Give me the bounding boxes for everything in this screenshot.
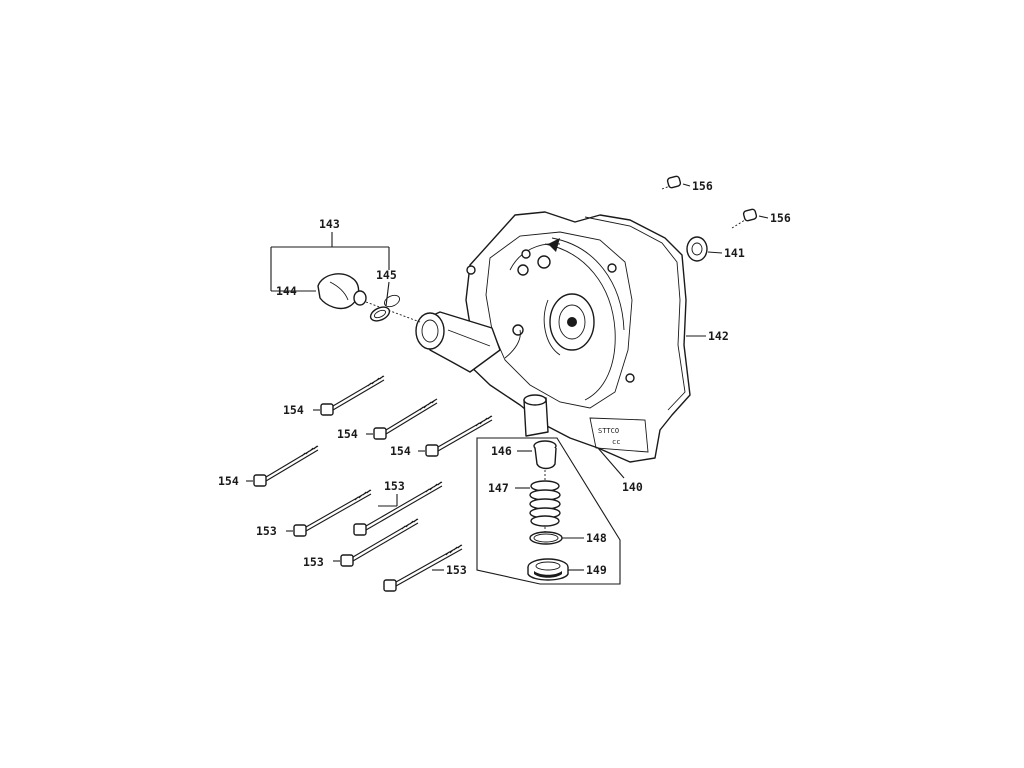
bolt-153-a (286, 489, 372, 537)
bolt-154-c (418, 415, 493, 457)
label-154-c: 154 (390, 444, 411, 458)
svg-text:cc: cc (612, 438, 620, 446)
label-145: 145 (376, 268, 397, 282)
label-154-b: 154 (337, 427, 358, 441)
bolt-153-b (353, 481, 443, 536)
spring-147 (515, 480, 561, 532)
dowel-pin-156-lower (731, 208, 769, 229)
label-148: 148 (586, 531, 607, 545)
leader-140 (597, 447, 625, 479)
dowel-pin-156-upper (661, 175, 691, 190)
bolt-153-c (333, 518, 419, 567)
svg-text:STTCO: STTCO (598, 427, 619, 435)
bolt-154-b (366, 398, 438, 440)
label-153-b: 153 (256, 524, 277, 538)
label-154-a: 154 (283, 403, 304, 417)
label-140: 140 (622, 480, 643, 494)
label-147: 147 (488, 481, 509, 495)
group-bracket-143 (270, 232, 390, 291)
label-141: 141 (724, 246, 745, 260)
oil-seal-141 (686, 236, 723, 262)
label-144: 144 (276, 284, 297, 298)
label-149: 149 (586, 563, 607, 577)
drain-plug-149 (527, 558, 584, 581)
label-142: 142 (708, 329, 729, 343)
label-156-b: 156 (770, 211, 791, 225)
label-143: 143 (319, 217, 340, 231)
label-153-c: 153 (303, 555, 324, 569)
label-146: 146 (491, 444, 512, 458)
label-156-a: 156 (692, 179, 713, 193)
label-153-a: 153 (384, 479, 405, 493)
o-ring-148 (529, 531, 584, 545)
o-ring-145 (369, 281, 401, 322)
bolt-153-d (383, 544, 463, 592)
strainer-cap-146 (517, 440, 557, 480)
bolt-154-a (313, 375, 385, 416)
label-154-d: 154 (218, 474, 239, 488)
label-153-d: 153 (446, 563, 467, 577)
dipstick-cap-144 (271, 273, 421, 323)
crankcase-cover-140: STTCO cc (415, 211, 691, 463)
bolt-154-d (246, 445, 319, 487)
strainer-group-frame (476, 437, 621, 585)
